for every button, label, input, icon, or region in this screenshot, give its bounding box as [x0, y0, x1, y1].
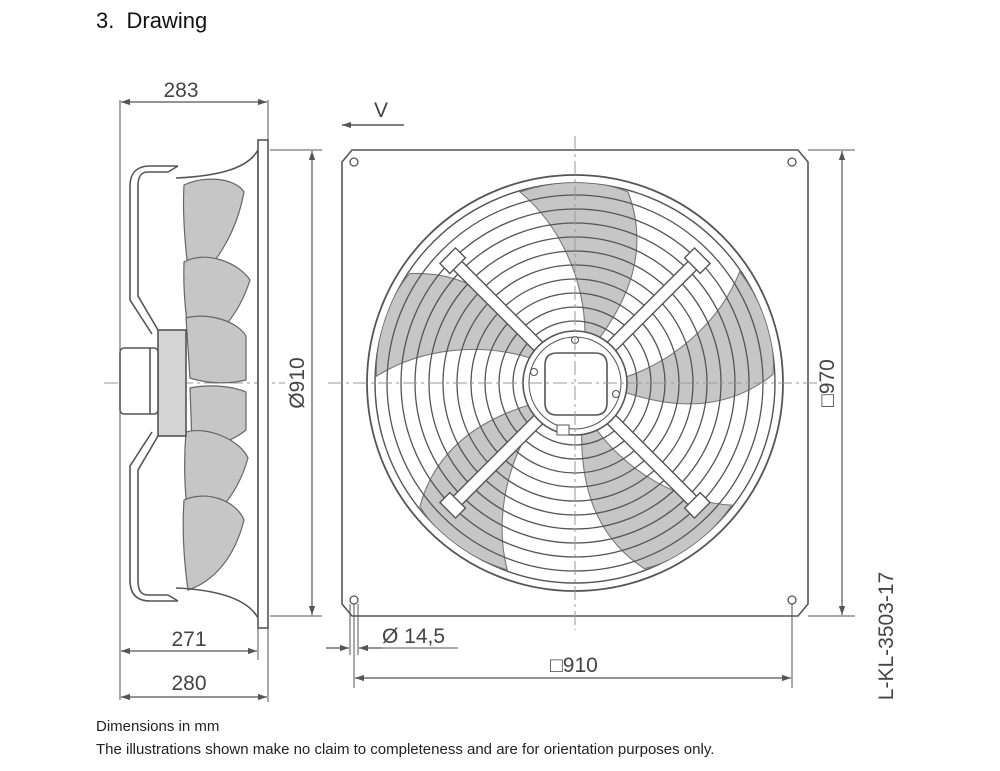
disclaimer-note: The illustrations shown make no claim to… — [96, 741, 715, 758]
flow-direction-label: V — [374, 99, 388, 122]
dim-plate-square: □970 — [816, 359, 839, 407]
side-view — [104, 100, 285, 702]
front-dimensions — [326, 149, 855, 688]
side-strut-top — [137, 171, 168, 331]
front-centerlines — [328, 136, 822, 630]
section-heading: 3. Drawing — [96, 8, 207, 34]
front-view — [328, 136, 822, 630]
side-motor-rotor — [157, 329, 187, 437]
motor-terminal-box — [544, 352, 608, 416]
section-title: Drawing — [126, 8, 208, 33]
dim-hole-spacing: □910 — [550, 654, 598, 677]
dim-depth-280: 280 — [171, 672, 206, 695]
drawing-id: L-KL-3503-17 — [875, 572, 898, 700]
mounting-holes — [349, 157, 797, 605]
dim-depth-283: 283 — [163, 79, 198, 102]
section-number: 3. — [96, 8, 115, 33]
side-dimensions — [121, 98, 322, 701]
side-strut-bottom — [137, 435, 168, 596]
side-wall-plate — [257, 139, 269, 629]
units-note: Dimensions in mm — [96, 718, 220, 735]
side-motor-cap — [119, 347, 159, 415]
side-blades — [182, 178, 251, 591]
hub-bolts — [529, 335, 621, 399]
dim-impeller-diameter: Ø910 — [286, 357, 309, 408]
dim-depth-271: 271 — [171, 628, 206, 651]
dim-hole-diameter: Ø 14,5 — [382, 625, 445, 648]
